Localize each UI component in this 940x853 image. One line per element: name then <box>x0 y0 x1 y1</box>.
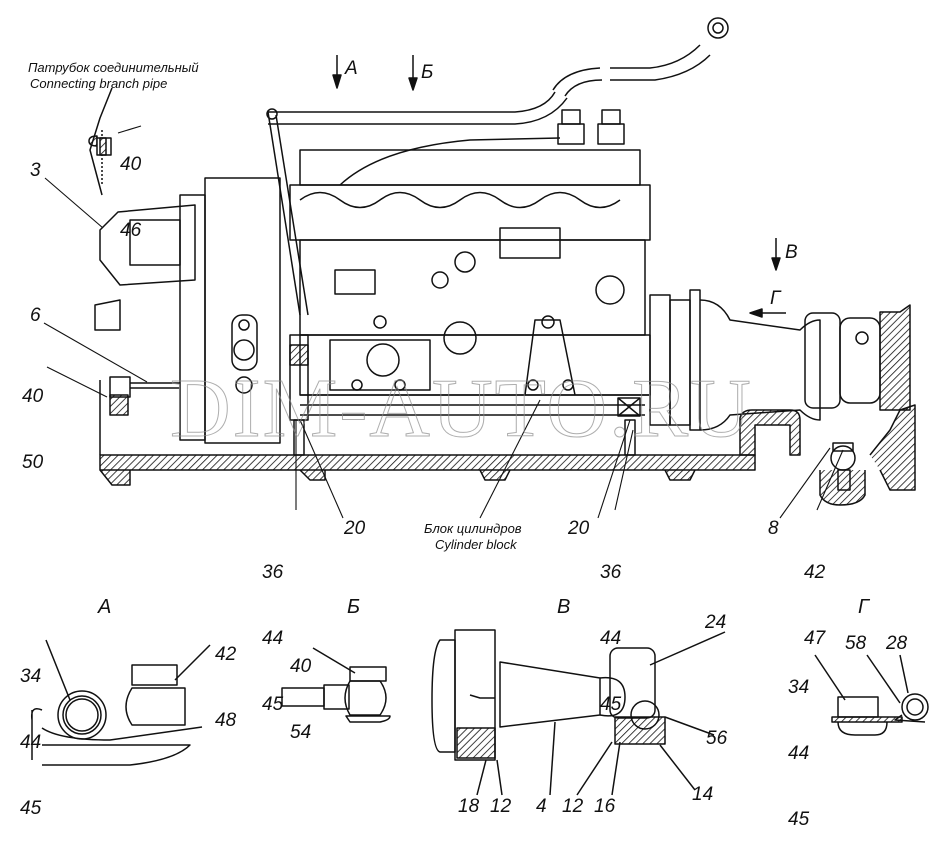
view-arrow-g-label: Г <box>770 288 781 309</box>
label-28: 28 <box>886 633 908 654</box>
label-4: 4 <box>536 796 547 817</box>
label-part-44: 44 <box>20 732 42 753</box>
coupling <box>649 289 911 491</box>
view-arrow-a-label: А <box>345 58 358 79</box>
detail-g-title: Г <box>858 596 869 618</box>
label-14: 14 <box>692 784 714 805</box>
detail-a-title: А <box>98 596 112 618</box>
label-40-54: 40 54 <box>290 612 311 766</box>
detail-view-a <box>30 639 211 766</box>
pump-pipe <box>266 108 309 316</box>
label-36-44-45-left: 36 44 45 <box>262 518 283 738</box>
label-part-45: 45 <box>600 694 622 715</box>
label-12-left: 12 <box>490 796 512 817</box>
engine-assembly-drawing <box>30 17 929 796</box>
label-part-34: 34 <box>20 666 42 687</box>
label-part-50: 50 <box>22 452 44 473</box>
label-3: 3 <box>30 160 41 181</box>
view-arrow-a <box>332 55 342 89</box>
label-40-50: 40 50 <box>22 342 43 496</box>
fuel-pump-body <box>289 149 651 456</box>
label-24: 24 <box>705 612 727 633</box>
governor-housing <box>94 177 281 444</box>
fuel-line <box>268 17 729 125</box>
label-34-44-45-a: 34 44 45 <box>20 622 41 842</box>
detail-view-b <box>281 647 391 723</box>
label-12-right: 12 <box>562 796 584 817</box>
label-part-45: 45 <box>20 798 42 819</box>
branch-pipe-caption-ru: Патрубок соединительный <box>28 60 199 75</box>
label-part-36: 36 <box>600 562 622 583</box>
label-part-44: 44 <box>600 628 622 649</box>
label-part-44: 44 <box>788 743 810 764</box>
label-part-45: 45 <box>788 809 810 830</box>
label-part-42: 42 <box>804 562 826 583</box>
label-part-40: 40 <box>120 154 142 175</box>
label-part-42: 42 <box>215 644 237 665</box>
label-part-45: 45 <box>262 694 284 715</box>
label-part-36: 36 <box>262 562 284 583</box>
label-42-47: 42 47 <box>804 518 825 672</box>
label-56: 56 <box>706 728 728 749</box>
detail-v-title: В <box>557 596 571 618</box>
label-42-48: 42 48 <box>215 600 236 754</box>
cylinder-block-caption-ru: Блок цилиндров <box>424 521 522 536</box>
injector-fittings <box>339 109 625 186</box>
detail-b-title: Б <box>347 596 361 618</box>
view-arrow-b <box>408 55 418 91</box>
view-arrow-v <box>771 238 781 271</box>
label-16: 16 <box>594 796 616 817</box>
cylinder-block <box>99 380 916 506</box>
branch-pipe-caption-en: Connecting branch pipe <box>30 76 168 91</box>
label-part-40: 40 <box>22 386 44 407</box>
label-part-46: 46 <box>120 220 142 241</box>
view-arrow-g <box>749 308 786 318</box>
detail-view-g <box>814 654 929 736</box>
label-20-right: 20 <box>568 518 590 539</box>
label-40-46: 40 46 <box>120 110 141 264</box>
label-part-44: 44 <box>262 628 284 649</box>
label-part-40: 40 <box>290 656 312 677</box>
label-part-54: 54 <box>290 722 312 743</box>
connecting-branch-pipe <box>88 87 113 196</box>
label-34-44-45-g: 34 44 45 <box>788 633 809 853</box>
label-36-44-45-right: 36 44 45 <box>600 518 621 738</box>
label-20-left: 20 <box>344 518 366 539</box>
cylinder-block-caption-en: Cylinder block <box>435 537 517 552</box>
label-6: 6 <box>30 305 41 326</box>
label-58: 58 <box>845 633 867 654</box>
label-18: 18 <box>458 796 480 817</box>
view-arrow-v-label: В <box>785 242 798 263</box>
label-part-34: 34 <box>788 677 810 698</box>
label-part-47: 47 <box>804 628 826 649</box>
label-part-48: 48 <box>215 710 237 731</box>
label-8: 8 <box>768 518 779 539</box>
detail-view-v <box>431 629 726 796</box>
view-arrow-b-label: Б <box>421 62 434 83</box>
